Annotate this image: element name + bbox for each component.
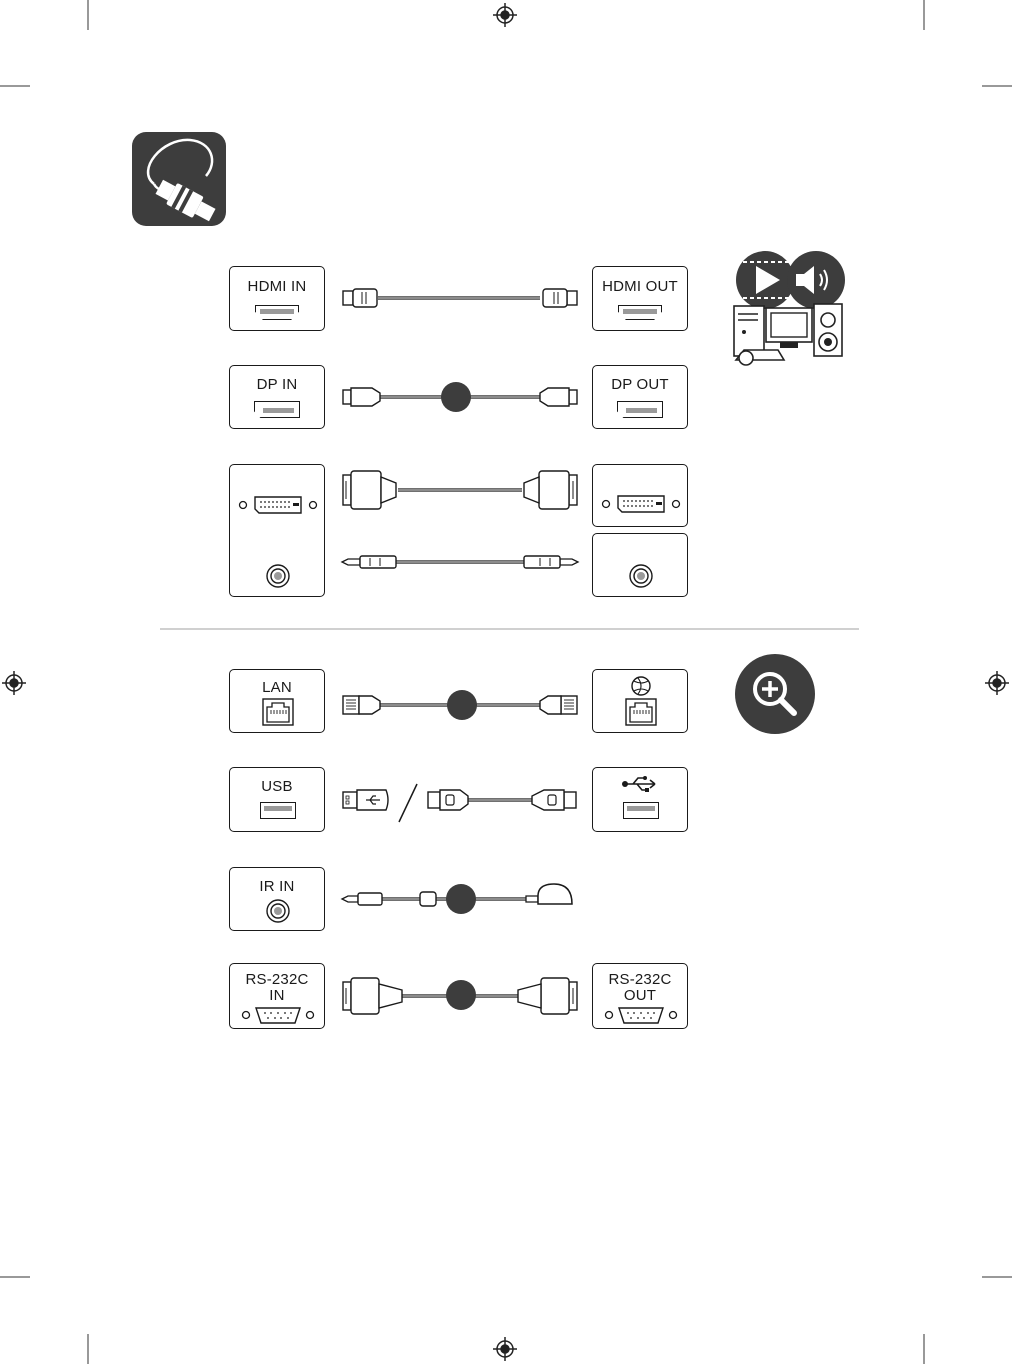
slash-separator	[397, 782, 421, 824]
dp-in-panel: DP IN	[229, 365, 325, 429]
dvi-audio-in-panel	[229, 464, 325, 597]
note-badge-icon	[446, 980, 476, 1010]
dp-out-label: DP OUT	[593, 377, 687, 393]
rs232c-out-panel: RS-232C OUT	[592, 963, 688, 1029]
hdmi-port-icon	[618, 305, 662, 320]
lan-panel: LAN	[229, 669, 325, 733]
registration-mark-right	[985, 671, 1009, 695]
audio-out-panel	[592, 533, 688, 597]
audio-cable	[340, 551, 580, 573]
hdmi-in-label: HDMI IN	[230, 279, 324, 295]
dp-in-label: DP IN	[230, 377, 324, 393]
note-badge-icon	[446, 884, 476, 914]
displayport-icon	[617, 401, 663, 418]
rs232c-out-label-line1: RS-232C	[593, 972, 687, 988]
registration-mark-bottom	[493, 1337, 517, 1361]
audio-jack-icon	[263, 561, 293, 591]
hdmi-cable	[340, 283, 580, 313]
dvi-out-panel	[592, 464, 688, 527]
hdmi-out-label: HDMI OUT	[593, 279, 687, 295]
rs232c-in-label-line2: IN	[230, 988, 324, 1004]
dp-out-panel: DP OUT	[592, 365, 688, 429]
lan-label: LAN	[230, 680, 324, 696]
usb-symbol-icon	[621, 774, 661, 794]
usb-device-panel	[592, 767, 688, 832]
registration-mark-left	[2, 671, 26, 695]
usb-panel: USB	[229, 767, 325, 832]
usb-label: USB	[230, 779, 324, 795]
dvi-cable	[340, 467, 580, 513]
ir-in-panel: IR IN	[229, 867, 325, 931]
registration-mark-top	[493, 3, 517, 27]
audio-jack-icon	[263, 896, 293, 926]
dvi-port-icon	[596, 489, 686, 519]
audio-jack-icon	[626, 561, 656, 591]
note-badge-icon	[441, 382, 471, 412]
usb-flash-drive	[340, 785, 392, 815]
rs232c-in-label-line1: RS-232C	[230, 972, 324, 988]
play-and-speaker-devices-icon	[728, 250, 848, 370]
serial-port-icon	[238, 1004, 318, 1026]
hdmi-port-icon	[255, 305, 299, 320]
network-globe-icon	[630, 675, 652, 697]
zoom-in-magnifier-icon	[734, 653, 816, 735]
displayport-icon	[254, 401, 300, 418]
ir-in-label: IR IN	[230, 879, 324, 895]
hdmi-in-panel: HDMI IN	[229, 266, 325, 331]
ethernet-port-icon	[262, 698, 294, 728]
usb-cable	[426, 785, 578, 815]
usb-port-icon	[260, 802, 296, 819]
cable-plug-icon	[132, 132, 226, 226]
dvi-port-icon	[233, 490, 323, 520]
lan-network-panel	[592, 669, 688, 733]
section-divider	[160, 628, 859, 630]
usb-port-icon	[623, 802, 659, 819]
ethernet-port-icon	[625, 698, 657, 728]
serial-port-icon	[601, 1004, 681, 1026]
note-badge-icon	[447, 690, 477, 720]
rs232c-in-panel: RS-232C IN	[229, 963, 325, 1029]
hdmi-out-panel: HDMI OUT	[592, 266, 688, 331]
rs232c-out-label-line2: OUT	[593, 988, 687, 1004]
